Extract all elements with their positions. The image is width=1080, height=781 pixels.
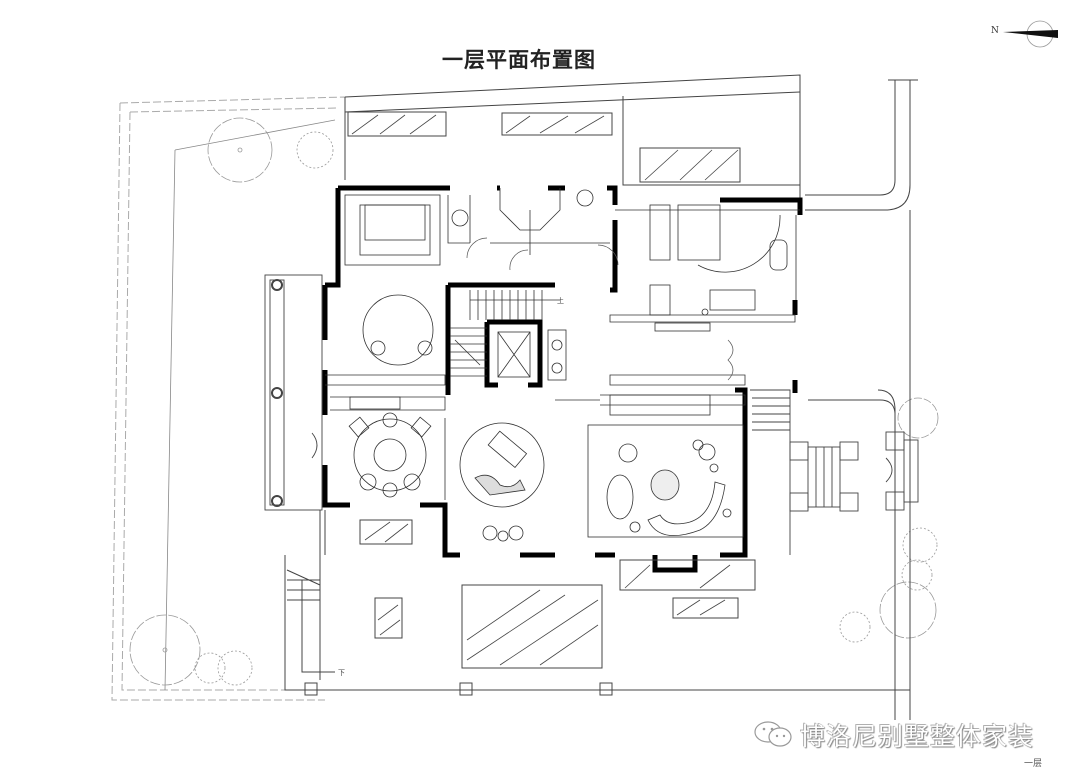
page-title: 一层平面布置图	[442, 48, 596, 72]
tree-icon	[129, 117, 939, 686]
garden-boundary	[111, 96, 346, 701]
stair-up-mark: 上	[557, 297, 564, 305]
watermark-text: 博洛尼别墅整体家装	[800, 722, 1035, 751]
compass-north-icon	[1003, 20, 1058, 48]
floor-caption: 一层	[1024, 759, 1043, 769]
wechat-icon	[754, 721, 792, 747]
north-label: N	[991, 26, 999, 36]
stair-down-mark: 下	[338, 669, 345, 677]
